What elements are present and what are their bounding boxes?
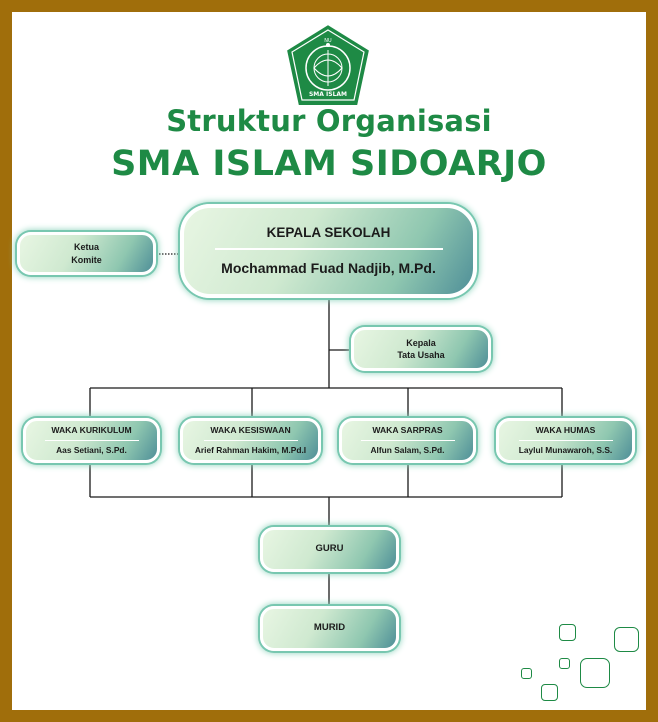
kepala-title: KEPALA SEKOLAH — [266, 224, 391, 240]
waka-kesiswaan-name: Arief Rahman Hakim, M.Pd.I — [194, 444, 307, 455]
decor-square — [521, 668, 532, 679]
logo-top-text: NU — [324, 38, 332, 44]
waka-kesiswaan-title: WAKA KESISWAAN — [210, 425, 291, 436]
waka-humas-box: WAKA HUMAS Laylul Munawaroh, S.S. — [496, 418, 635, 463]
murid-label: MURID — [313, 622, 346, 634]
waka-kesiswaan-box: WAKA KESISWAAN Arief Rahman Hakim, M.Pd.… — [180, 418, 321, 463]
school-logo: NU SMA ISLAM — [284, 22, 372, 107]
waka-sarpras-divider — [360, 439, 455, 441]
ketua-komite-box: Ketua Komite — [17, 232, 156, 275]
waka-sarpras-name: Alfun Salam, S.Pd. — [370, 444, 445, 455]
waka-kurikulum-box: WAKA KURIKULUM Aas Setiani, S.Pd. — [23, 418, 160, 463]
waka-humas-name: Laylul Munawaroh, S.S. — [518, 444, 613, 455]
murid-box: MURID — [260, 606, 399, 651]
waka-sarpras-box: WAKA SARPRAS Alfun Salam, S.Pd. — [339, 418, 476, 463]
decor-square — [559, 658, 570, 669]
logo-bottom-text: SMA ISLAM — [309, 91, 347, 98]
school-name: SMA ISLAM SIDOARJO — [111, 144, 547, 184]
guru-label: GURU — [315, 543, 344, 555]
tata-usaha-line2: Tata Usaha — [397, 350, 445, 360]
kepala-name: Mochammad Fuad Nadjib, M.Pd. — [221, 260, 436, 277]
decor-square — [580, 658, 610, 688]
tata-usaha-line1: Kepala — [406, 337, 436, 348]
komite-line2: Komite — [71, 254, 102, 265]
decor-square — [559, 624, 576, 641]
waka-humas-divider — [518, 439, 613, 441]
waka-kurikulum-name: Aas Setiani, S.Pd. — [56, 444, 127, 455]
komite-line1: Ketua — [73, 242, 99, 253]
decor-square — [541, 684, 558, 701]
kepala-divider — [214, 248, 443, 251]
decor-square — [614, 627, 639, 652]
waka-kurikulum-divider — [44, 439, 139, 441]
guru-box: GURU — [260, 527, 399, 572]
kepala-sekolah-box: KEPALA SEKOLAH Mochammad Fuad Nadjib, M.… — [180, 204, 477, 298]
page-title: Struktur Organisasi — [166, 104, 492, 138]
waka-kesiswaan-divider — [203, 439, 298, 441]
waka-sarpras-title: WAKA SARPRAS — [372, 425, 443, 436]
waka-kurikulum-title: WAKA KURIKULUM — [51, 425, 132, 436]
waka-humas-title: WAKA HUMAS — [535, 425, 596, 436]
tata-usaha-box: Kepala Tata Usaha — [351, 327, 491, 371]
